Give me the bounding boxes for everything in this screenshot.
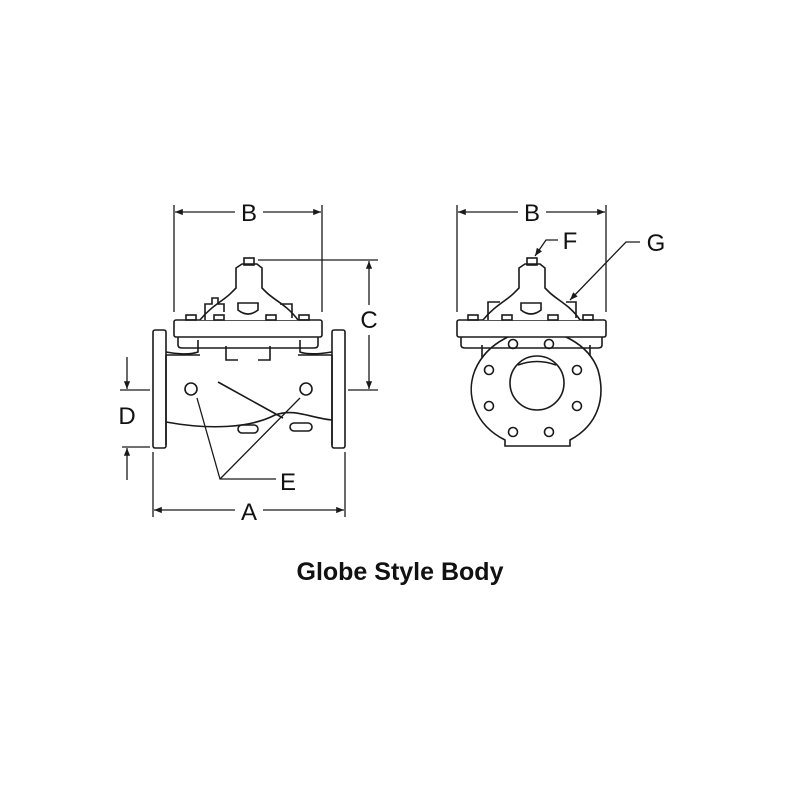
callout-label-f: F: [563, 228, 578, 255]
valve-body: [165, 354, 333, 445]
end-bonnet-flange: [456, 319, 607, 338]
dim-label-d: D: [118, 403, 135, 430]
bore: [509, 355, 565, 411]
end-bonnet-cover: [482, 263, 581, 321]
end-view-labels: B F G: [524, 200, 665, 257]
callout-label-g: G: [647, 230, 666, 257]
side-view-dimensions: [120, 205, 378, 517]
bonnet-flange: [173, 319, 323, 338]
side-view-labels: B C D E A: [118, 200, 377, 526]
end-bonnet-bolts: [467, 314, 594, 321]
bonnet-cover: [199, 263, 299, 321]
dim-label-c: C: [360, 307, 377, 334]
end-view-valve: [456, 257, 607, 447]
dim-label-b-side: B: [241, 200, 257, 227]
bonnet-bolts: [185, 314, 310, 321]
side-view-valve: [152, 257, 346, 449]
cover-top-plug: [243, 257, 255, 266]
right-flange: [331, 329, 346, 449]
port-right: [299, 382, 313, 396]
left-flange: [152, 329, 167, 449]
diagram-caption: Globe Style Body: [296, 558, 504, 586]
port-left: [184, 382, 198, 396]
end-view-dimensions: [456, 205, 640, 312]
dim-label-e: E: [280, 469, 296, 496]
dim-label-a: A: [241, 499, 257, 526]
dim-label-b-end: B: [524, 200, 540, 227]
flange-bolt-holes: [483, 338, 583, 438]
